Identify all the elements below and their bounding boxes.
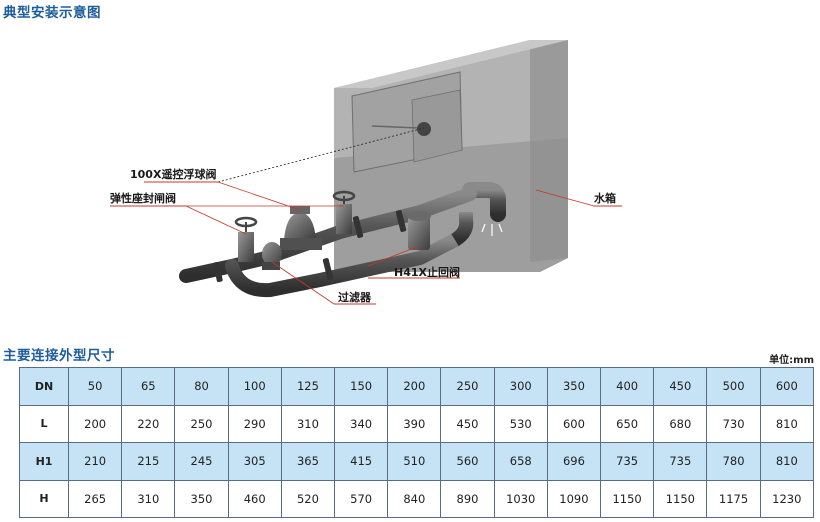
dimensions-title: 主要连接外型尺寸 [3, 348, 115, 364]
table-cell: 1150 [600, 479, 655, 518]
table-cell: 220 [121, 404, 176, 443]
unit-label: 单位:mm [769, 355, 814, 366]
table-cell: 1175 [706, 479, 761, 518]
table-cell: 350 [546, 367, 602, 406]
table-cell: 840 [387, 479, 442, 518]
table-cell: 1230 [759, 479, 815, 518]
table-cell: 520 [280, 479, 336, 518]
table-cell: 245 [174, 442, 229, 481]
table-cell: 250 [440, 367, 495, 406]
outlet-pipe [462, 182, 506, 236]
table-cell: 350 [174, 479, 229, 518]
row-header: L [19, 404, 69, 443]
table-cell: 200 [387, 367, 442, 406]
table-cell: 80 [174, 367, 229, 406]
table-cell: 310 [280, 404, 336, 443]
table-cell: 730 [706, 404, 761, 443]
table-cell: 600 [759, 367, 815, 406]
label-water-tank: 水箱 [594, 192, 616, 205]
table-cell: 735 [600, 442, 655, 481]
table-cell: 530 [493, 404, 548, 443]
table-cell: 510 [387, 442, 442, 481]
row-header: DN [19, 367, 69, 406]
table-cell: 810 [759, 442, 815, 481]
installation-diagram [110, 40, 622, 305]
table-cell: 460 [227, 479, 282, 518]
table-cell: 365 [280, 442, 336, 481]
gate-valve-left [234, 216, 258, 262]
table-cell: 305 [227, 442, 282, 481]
row-header: H [19, 479, 69, 518]
table-cell: 600 [546, 404, 602, 443]
table-cell: 415 [334, 442, 389, 481]
table-cell: 50 [67, 367, 123, 406]
gate-valve-right [332, 190, 356, 234]
table-cell: 400 [600, 367, 655, 406]
table-cell: 696 [546, 442, 602, 481]
table-cell: 250 [174, 404, 229, 443]
table-cell: 1090 [546, 479, 602, 518]
table-cell: 215 [121, 442, 176, 481]
callout-leaders [110, 127, 622, 305]
table-cell: 810 [759, 404, 815, 443]
table-cell: 65 [121, 367, 176, 406]
table-cell: 1150 [653, 479, 708, 518]
table-cell: 300 [493, 367, 548, 406]
table-cell: 500 [706, 367, 761, 406]
table-cell: 450 [653, 367, 708, 406]
row-header: H1 [19, 442, 69, 481]
table-cell: 150 [334, 367, 389, 406]
table-cell: 658 [493, 442, 548, 481]
table-cell: 450 [440, 404, 495, 443]
table-cell: 290 [227, 404, 282, 443]
table-cell: 210 [67, 442, 123, 481]
table-cell: 265 [67, 479, 123, 518]
table-cell: 735 [653, 442, 708, 481]
table-cell: 560 [440, 442, 495, 481]
table-cell: 200 [67, 404, 123, 443]
table-cell: 125 [280, 367, 336, 406]
label-filter: 过滤器 [338, 291, 371, 304]
table-cell: 890 [440, 479, 495, 518]
label-gate-valve: 弹性座封闸阀 [110, 192, 176, 205]
table-cell: 310 [121, 479, 176, 518]
label-check-valve: H41X止回阀 [394, 266, 460, 279]
table-cell: 570 [334, 479, 389, 518]
table-cell: 1030 [493, 479, 548, 518]
table-cell: 780 [706, 442, 761, 481]
float-valve [280, 206, 322, 250]
table-cell: 650 [600, 404, 655, 443]
filter [262, 242, 282, 270]
label-float-valve: 100X遥控浮球阀 [130, 168, 217, 181]
table-cell: 390 [387, 404, 442, 443]
table-cell: 100 [227, 367, 282, 406]
table-cell: 680 [653, 404, 708, 443]
table-cell: 340 [334, 404, 389, 443]
check-valve [407, 211, 431, 250]
install-diagram-title: 典型安装示意图 [3, 5, 101, 21]
